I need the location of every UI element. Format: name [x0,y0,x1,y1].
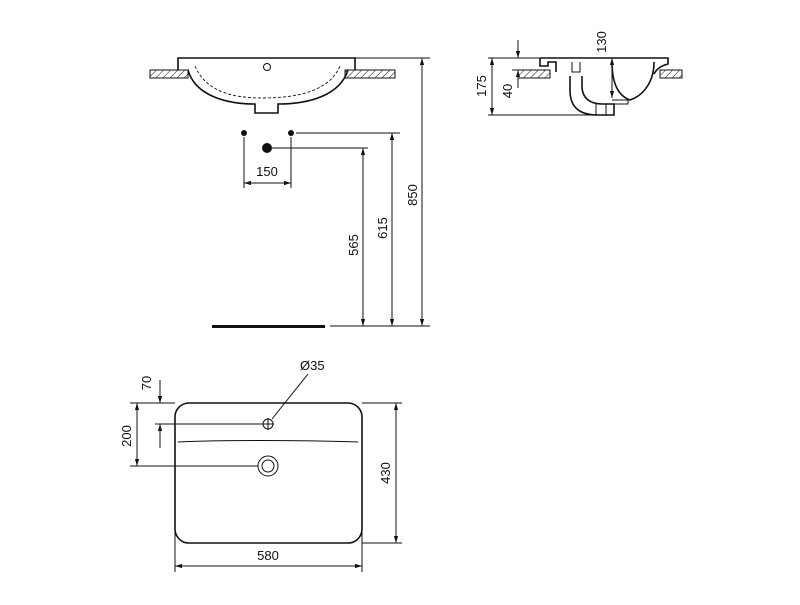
plan-view: Ø35 70 200 430 580 [119,358,402,572]
plan-waste-inner [261,459,275,473]
dim-waste-spacing: 150 [256,164,278,179]
side-countertop-left [517,69,551,79]
side-countertop-right [659,69,683,79]
side-basin-curve [611,61,655,101]
dim-tap-hole-diameter: Ø35 [300,358,325,373]
side-section: 175 40 130 [474,31,683,116]
basin-outline-plan [174,402,363,544]
dim-tap-hole-offset: 70 [139,376,154,390]
countertop-left [149,69,189,79]
basin-inner-hidden [194,65,341,99]
dim-waste-height-high: 615 [375,217,390,239]
dim-side-overflow-offset: 40 [500,84,515,98]
side-overflow-channel [569,76,615,116]
dim-rim-height: 850 [405,184,420,206]
basin-bowl [187,69,349,114]
plan-waste-outer [257,455,279,477]
basin-rim [177,57,356,70]
waste-point-left [241,130,247,136]
waste-point-right [288,130,294,136]
tap-hole [263,63,271,71]
floor-line [212,325,325,328]
dim-basin-width: 580 [257,548,279,563]
dim-waste-offset: 200 [119,425,134,447]
countertop-right [344,69,396,79]
dim-waste-height-low: 565 [346,234,361,256]
dim-side-depth: 130 [594,31,609,53]
dim-basin-depth: 430 [378,462,393,484]
dim-side-total-height: 175 [474,75,489,97]
waste-point-center [262,143,272,153]
front-elevation: 150 565 615 850 [149,57,430,328]
